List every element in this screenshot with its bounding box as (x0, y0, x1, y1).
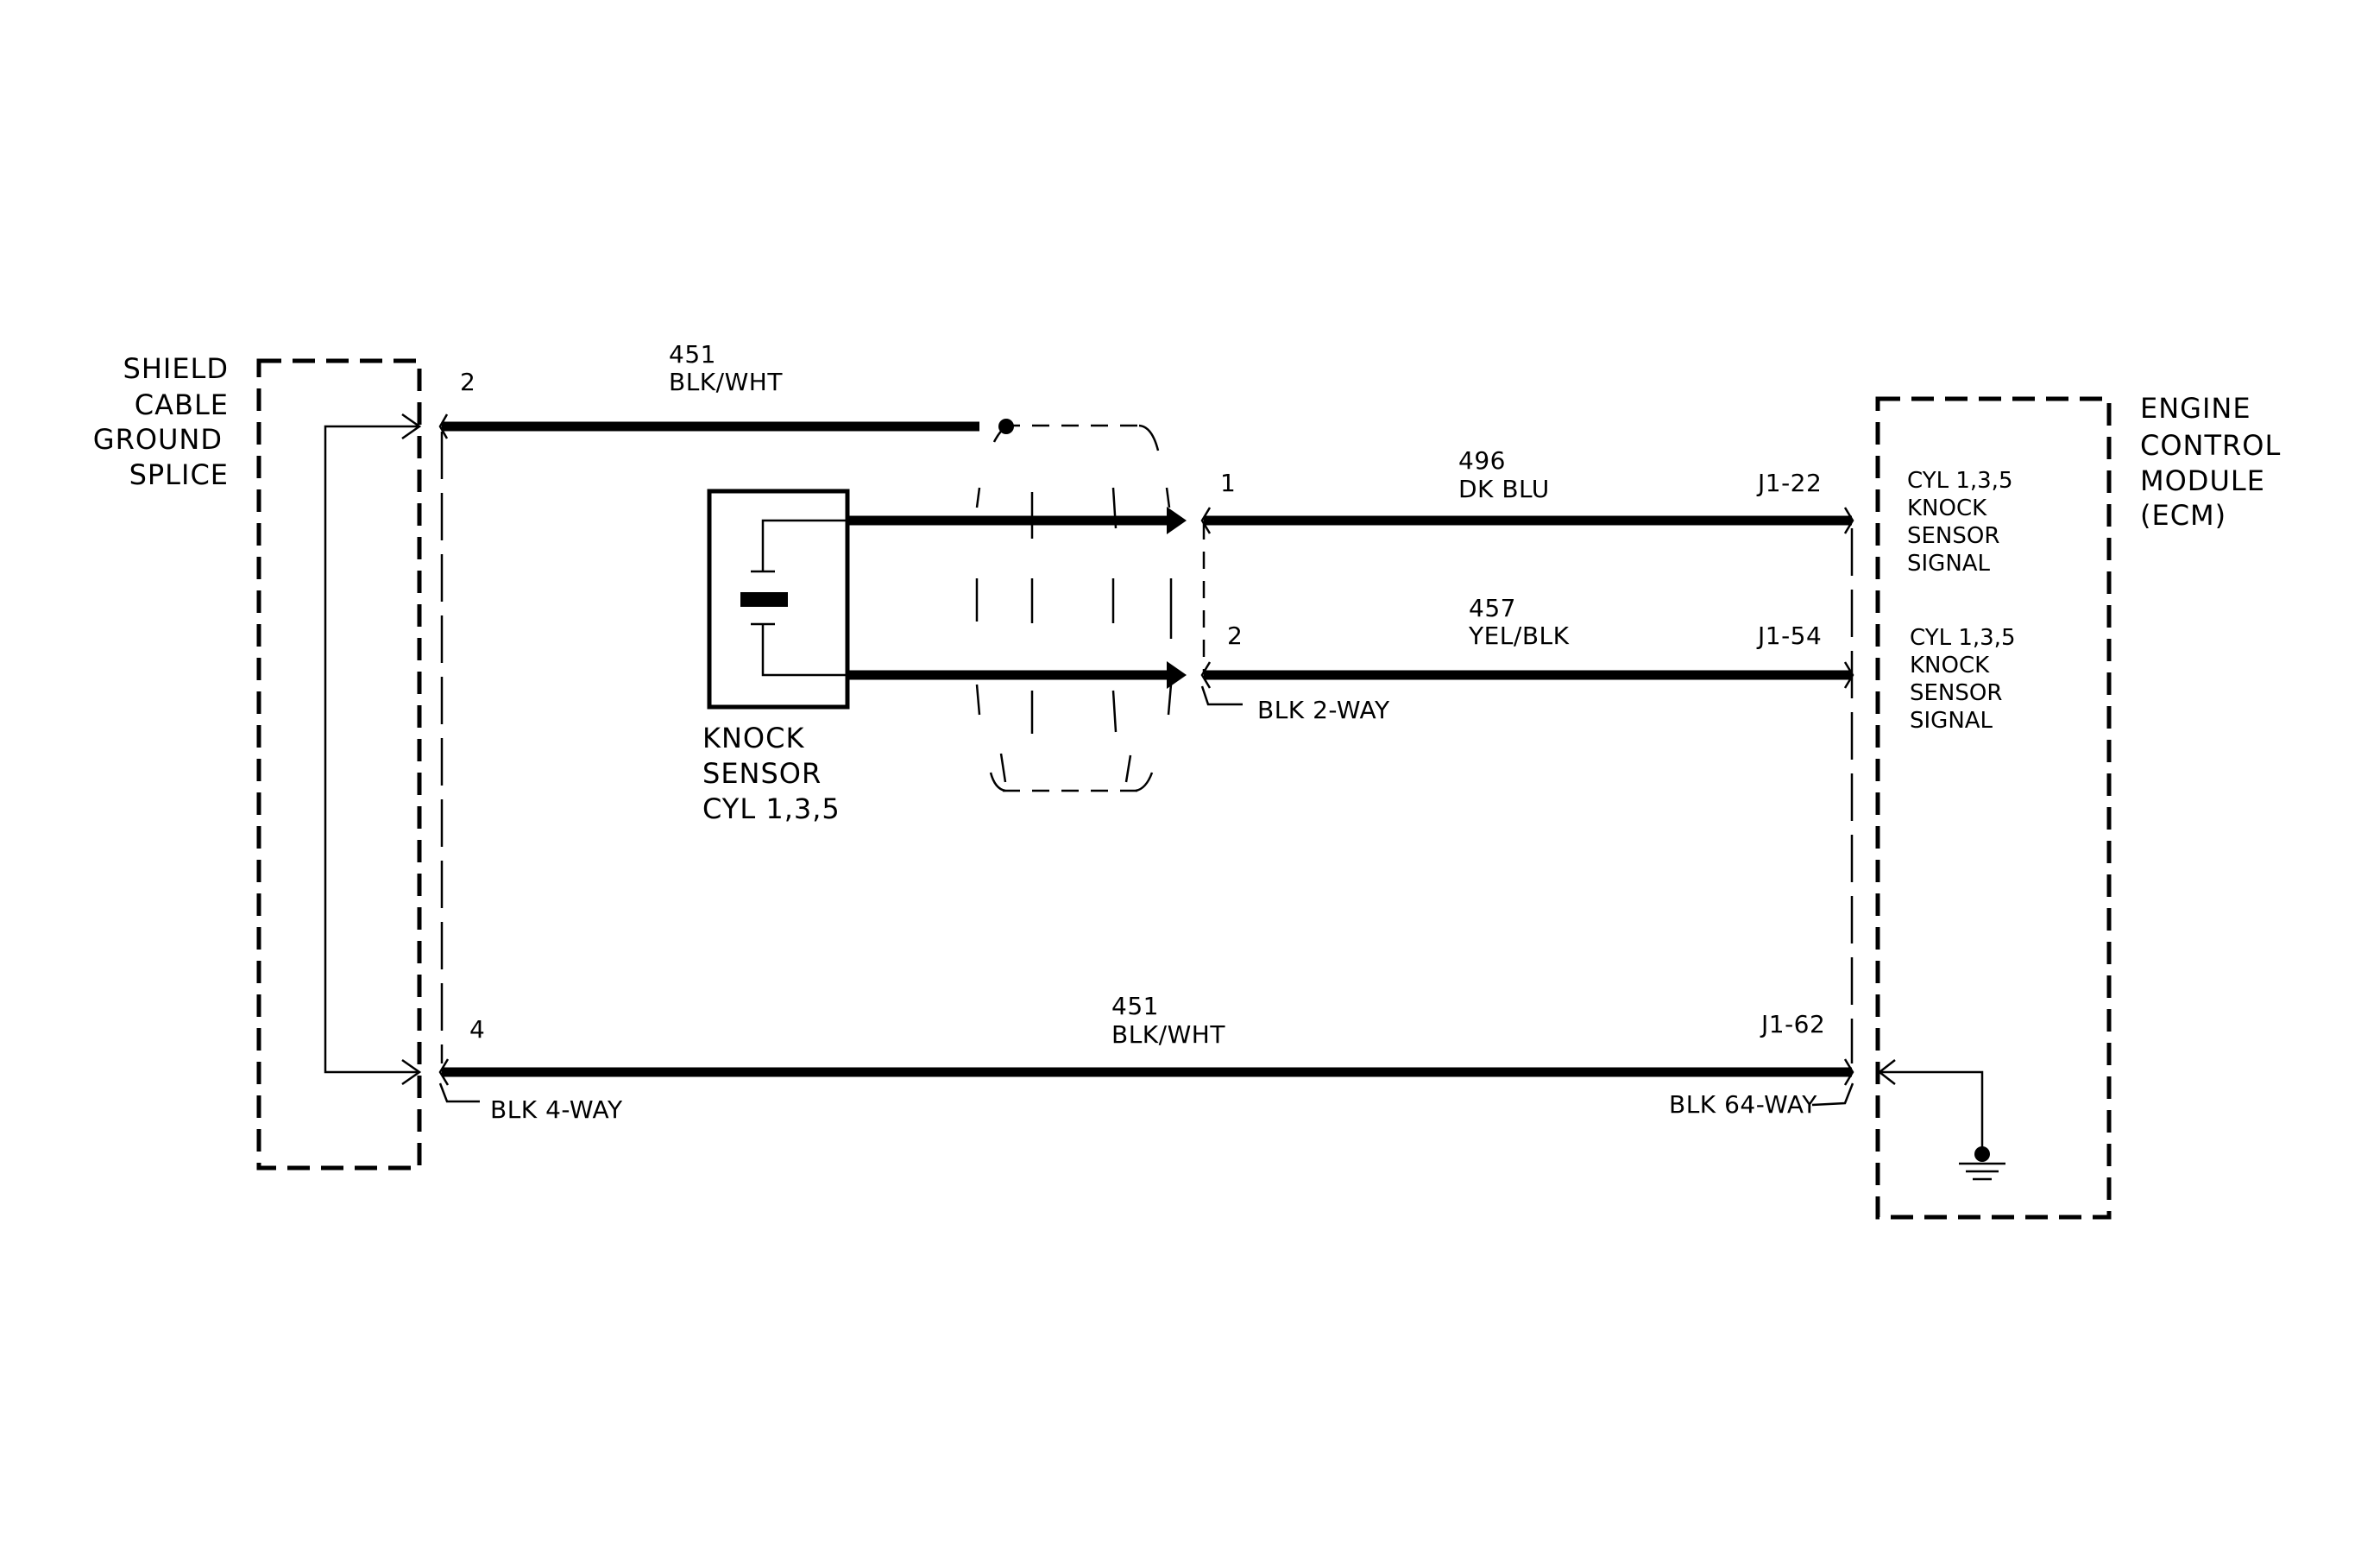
shield-cable-ground-splice: SHIELD CABLE GROUND SPLICE (93, 352, 422, 1171)
ecm-label-line-1: ENGINE (2140, 392, 2251, 425)
ecm-label-line-4: (ECM) (2140, 499, 2226, 532)
wire-451-top: 451 BLK/WHT 2 (438, 340, 979, 439)
wire-451-bottom: 451 BLK/WHT 4 J1-62 (438, 992, 1854, 1086)
arrow-terminal-icon (1877, 1059, 1896, 1085)
splice-connector-label: BLK 4-WAY (490, 1095, 623, 1124)
ecm-pin22-function-2: KNOCK (1907, 495, 1987, 521)
ecm-label-line-2: CONTROL (2140, 429, 2281, 462)
splice-label-line-1: SHIELD (123, 352, 230, 385)
ecm-pin22-function-3: SENSOR (1907, 523, 1999, 549)
engine-control-module: ENGINE CONTROL MODULE (ECM) CYL 1,3,5 KN… (1875, 392, 2281, 1220)
sensor-connector-label: BLK 2-WAY (1257, 696, 1390, 724)
arrow-terminal-icon (401, 1058, 422, 1086)
ecm-pin54-function-3: SENSOR (1910, 680, 2002, 706)
ecm-pin54-function-1: CYL 1,3,5 (1910, 625, 2015, 651)
arrow-terminal-icon (401, 413, 422, 440)
shield-top-right-curve (1138, 424, 1160, 451)
wire-496: 496 DK BLU 1 J1-22 (1200, 446, 1854, 534)
wire-457: 457 YEL/BLK 2 J1-54 (1200, 594, 1854, 689)
ground-icon (1959, 1146, 2005, 1181)
knock-sensor-body (707, 489, 850, 710)
wire-451-top-cavity: 2 (460, 368, 475, 396)
wire-457-circuit: 457 (1469, 594, 1516, 622)
wire-451-bottom-color: BLK/WHT (1111, 1020, 1225, 1049)
ecm-pin22-function-4: SIGNAL (1907, 551, 1991, 577)
ecm-pin22-function-1: CYL 1,3,5 (1907, 468, 2012, 494)
wire-496-color: DK BLU (1458, 475, 1550, 503)
wire-451-bottom-cavity: 4 (469, 1015, 485, 1044)
splice-connector-callout: BLK 4-WAY (438, 1082, 623, 1124)
ecm-label-line-3: MODULE (2140, 464, 2265, 497)
wire-451-top-circuit: 451 (669, 340, 716, 369)
splice-outline (256, 358, 422, 1171)
splice-jumper (324, 425, 419, 1074)
sensor-connector-callout: BLK 2-WAY (1200, 685, 1390, 724)
shielded-cable (975, 419, 1173, 792)
wire-451-top-color: BLK/WHT (669, 368, 783, 396)
shield-drain-lead (992, 426, 1007, 443)
sensor-pigtail-wire-2 (847, 661, 1187, 689)
wire-496-ecm-pin: J1-22 (1756, 469, 1822, 497)
wire-496-circuit: 496 (1458, 446, 1506, 475)
wire-457-ecm-pin: J1-54 (1756, 622, 1822, 650)
splice-label-line-2: CABLE (135, 388, 229, 421)
knock-sensor-label-line-2: SENSOR (702, 757, 822, 790)
wire-457-color: YEL/BLK (1468, 622, 1570, 650)
sensor-pigtail-wire-1 (847, 507, 1187, 534)
knock-sensor: KNOCK SENSOR CYL 1,3,5 (702, 489, 850, 825)
ecm-connector-callout: BLK 64-WAY (1669, 1082, 1854, 1119)
ecm-connector-label: BLK 64-WAY (1669, 1090, 1817, 1119)
shield-bottom-left-curve (989, 772, 1006, 792)
ecm-pin54-function-4: SIGNAL (1910, 708, 1993, 734)
wire-457-cavity: 2 (1227, 622, 1243, 650)
shield-braid (975, 487, 1173, 783)
splice-label-line-3: GROUND (93, 423, 223, 456)
piezo-element-icon (740, 519, 847, 677)
ecm-outline (1875, 396, 2112, 1220)
wire-451-bottom-circuit: 451 (1111, 992, 1159, 1020)
wire-496-cavity: 1 (1220, 469, 1236, 497)
knock-sensor-label-line-1: KNOCK (702, 722, 804, 754)
splice-label-line-4: SPLICE (129, 458, 229, 491)
knock-sensor-label-line-3: CYL 1,3,5 (702, 792, 841, 825)
ecm-pin54-function-2: KNOCK (1910, 653, 1990, 678)
ecm-ground-lead (1879, 1070, 1984, 1151)
wire-451-bottom-ecm-pin: J1-62 (1760, 1010, 1825, 1038)
shield-bottom-right-curve (1135, 772, 1154, 792)
